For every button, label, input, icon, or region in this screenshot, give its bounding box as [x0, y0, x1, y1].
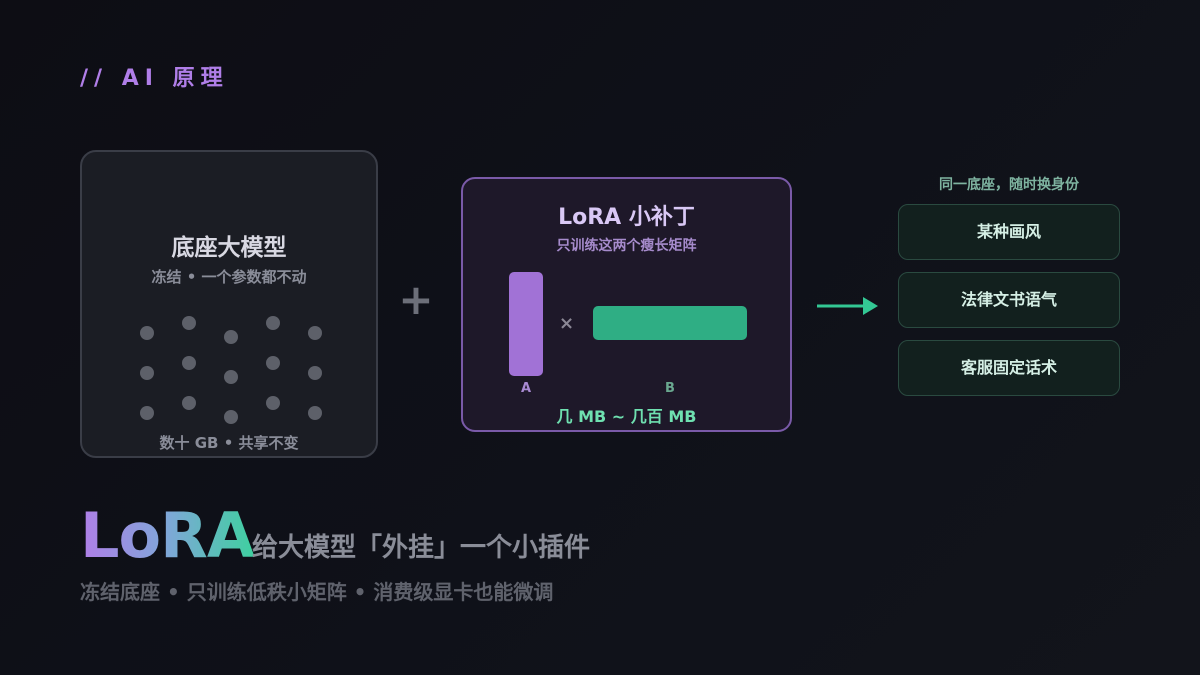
parameter-dot	[308, 366, 322, 380]
parameter-dot	[182, 356, 196, 370]
right-arrow-icon	[817, 297, 878, 315]
lora-size-label: 几 MB ~ 几百 MB	[556, 407, 697, 426]
plus-operator: +	[398, 275, 434, 324]
output-item-art-style: 某种画风	[898, 204, 1120, 260]
hero-subline: 冻结底座 • 只训练低秩小矩阵 • 消费级显卡也能微调	[80, 580, 554, 604]
output-item-support-script: 客服固定话术	[898, 340, 1120, 396]
parameter-dot	[224, 330, 238, 344]
base-model-subtitle: 冻结 • 一个参数都不动	[151, 268, 307, 286]
hero-title: LoRA	[80, 499, 255, 572]
parameter-dot	[140, 326, 154, 340]
parameter-dot	[140, 366, 154, 380]
parameter-dot	[140, 406, 154, 420]
matrix-b-label: B	[665, 381, 675, 396]
parameter-dot	[308, 406, 322, 420]
matrix-b	[593, 306, 747, 340]
multiply-operator: ×	[559, 313, 575, 334]
parameter-dot	[266, 356, 280, 370]
base-model-footer: 数十 GB • 共享不变	[159, 434, 299, 452]
parameter-dot	[308, 326, 322, 340]
parameter-dot	[266, 396, 280, 410]
section-eyebrow: // AI 原理	[80, 66, 229, 91]
hero-tagline: 给大模型「外挂」一个小插件	[252, 533, 591, 563]
base-model-title: 底座大模型	[171, 235, 287, 261]
lora-patch-subtitle: 只训练这两个瘦长矩阵	[556, 238, 697, 254]
parameter-dot	[182, 316, 196, 330]
lora-patch-card: LoRA 小补丁 只训练这两个瘦长矩阵 × A B 几 MB ~ 几百 MB	[461, 177, 792, 432]
parameter-dot	[266, 316, 280, 330]
output-item-legal-tone: 法律文书语气	[898, 272, 1120, 328]
matrix-a-label: A	[520, 381, 532, 396]
parameter-dot	[224, 370, 238, 384]
lora-patch-title: LoRA 小补丁	[558, 205, 695, 230]
parameter-dot	[182, 396, 196, 410]
outputs-caption: 同一底座，随时换身份	[939, 177, 1079, 193]
matrix-a	[509, 272, 543, 376]
parameter-dot	[224, 410, 238, 424]
base-model-card: 底座大模型 冻结 • 一个参数都不动 数十 GB • 共享不变	[80, 150, 378, 458]
